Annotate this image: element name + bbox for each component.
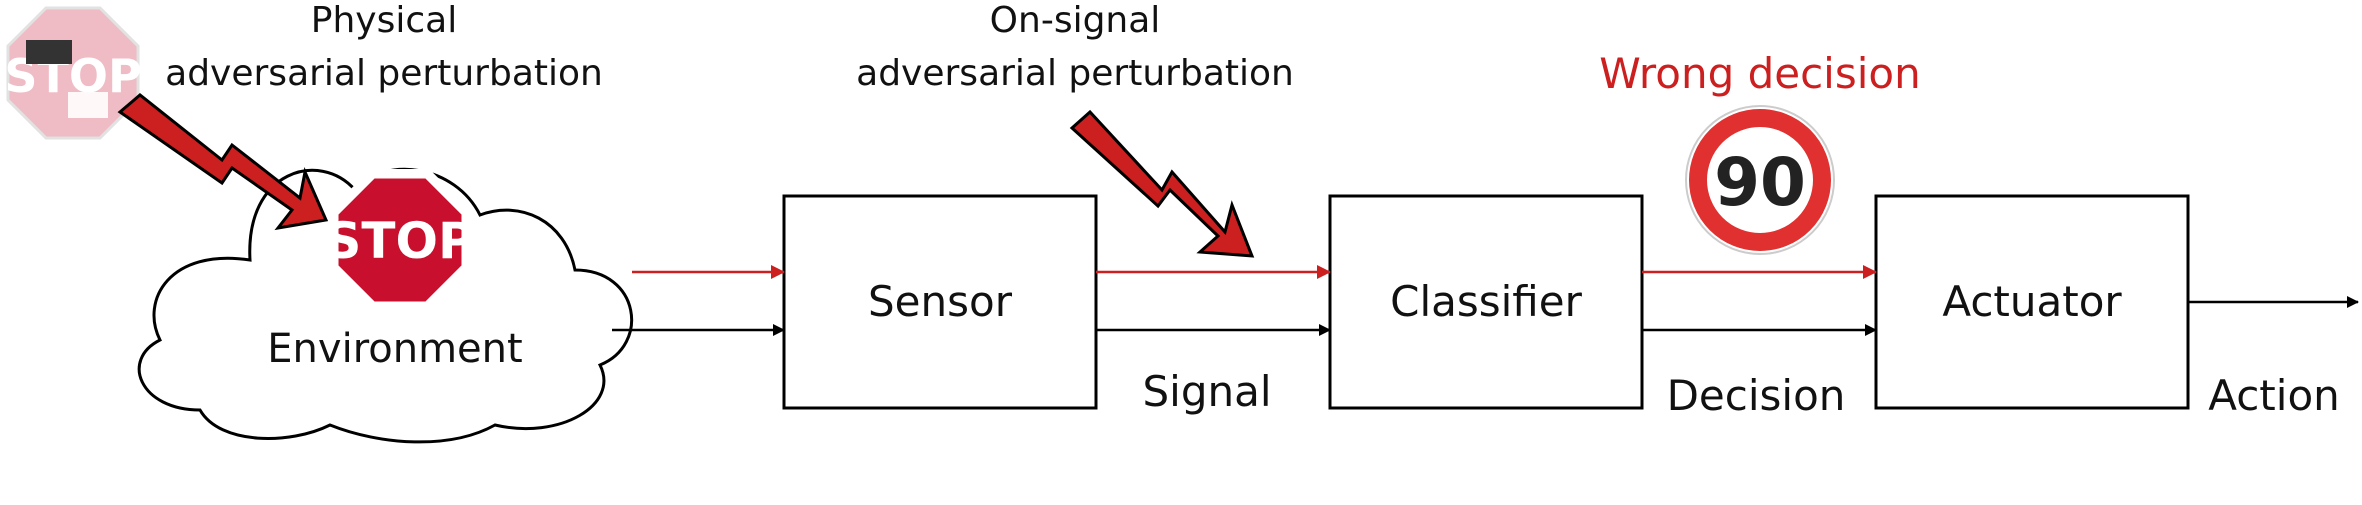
- decision-label: Decision: [1667, 371, 1846, 420]
- classifier-label: Classifier: [1390, 277, 1582, 326]
- physical-perturbation-label-1: Physical: [311, 0, 457, 41]
- speed-limit-90-icon: 90: [1685, 105, 1835, 255]
- onsignal-perturbation-label-1: On-signal: [990, 0, 1161, 41]
- sticker-patch-white: [68, 92, 108, 118]
- sensor-label: Sensor: [868, 277, 1013, 326]
- actuator-block: [1874, 194, 2190, 410]
- physical-perturbation-arrow: [117, 93, 329, 231]
- wrong-decision-label: Wrong decision: [1599, 49, 1920, 98]
- faded-stop-sign-icon: STOP: [4, 6, 142, 140]
- classifier-block: [1328, 194, 1644, 410]
- action-label: Action: [2208, 371, 2340, 420]
- sticker-patch: [26, 40, 72, 64]
- onsignal-perturbation-label-2: adversarial perturbation: [856, 53, 1294, 94]
- signal-label: Signal: [1142, 367, 1271, 416]
- speed-limit-text: 90: [1714, 144, 1806, 221]
- stop-sign-icon: STOP: [325, 169, 475, 311]
- environment-label: Environment: [267, 326, 522, 372]
- actuator-label: Actuator: [1942, 277, 2122, 326]
- onsignal-perturbation-arrow: [1069, 109, 1255, 258]
- physical-perturbation-label-2: adversarial perturbation: [165, 53, 603, 94]
- stop-sign-text: STOP: [325, 212, 474, 270]
- sensor-block: [782, 194, 1098, 410]
